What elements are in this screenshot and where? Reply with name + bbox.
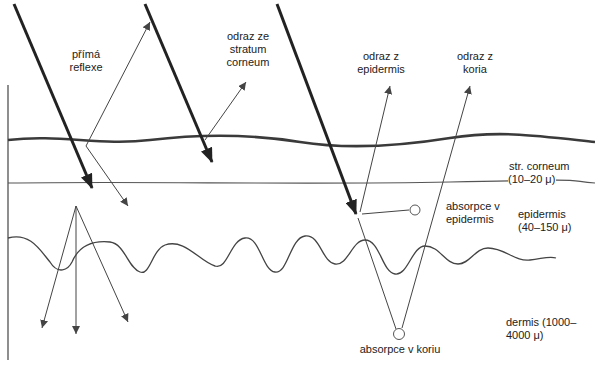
skin-surface bbox=[8, 134, 595, 146]
reflected-ray bbox=[205, 82, 246, 140]
label-text: odraz z epidermis bbox=[357, 50, 405, 75]
refracted-ray bbox=[86, 146, 128, 206]
reflected-ray bbox=[86, 22, 150, 146]
dermis-boundary bbox=[8, 236, 556, 274]
ray-label: absorpce v koriu bbox=[340, 343, 460, 356]
scattered-ray bbox=[76, 206, 77, 334]
ray-label: přímá reflexe bbox=[60, 48, 112, 74]
layer-label: epidermis (40–150 μ) bbox=[518, 208, 590, 234]
label-text: absorpce v epidermis bbox=[446, 200, 500, 225]
ray-label: absorpce v epidermis bbox=[446, 200, 508, 226]
absorbed-ray bbox=[362, 210, 409, 214]
corneum-boundary bbox=[8, 180, 595, 183]
scattered-ray bbox=[76, 206, 128, 322]
label-text: přímá reflexe bbox=[69, 48, 102, 73]
label-text: odraz ze stratum corneum bbox=[227, 30, 270, 68]
label-text: odraz z koria bbox=[457, 50, 493, 75]
reflected-ray bbox=[360, 86, 390, 212]
label-text: dermis (1000–4000 μ) bbox=[506, 316, 576, 341]
incident-ray bbox=[277, 4, 356, 214]
ray-label: odraz z epidermis bbox=[350, 50, 412, 76]
label-text: epidermis (40–150 μ) bbox=[518, 208, 571, 233]
skin-edge bbox=[7, 85, 8, 360]
label-text: str. corneum (10–20 μ) bbox=[508, 160, 570, 185]
ray-label: odraz ze stratum corneum bbox=[218, 30, 278, 69]
scattered-ray bbox=[42, 206, 76, 328]
absorption-point bbox=[394, 329, 405, 340]
layer-label: dermis (1000–4000 μ) bbox=[506, 316, 591, 342]
absorption-point bbox=[410, 205, 420, 215]
incident-ray bbox=[145, 4, 212, 162]
refracted-ray bbox=[358, 218, 396, 329]
incident-ray bbox=[14, 4, 92, 188]
label-text: absorpce v koriu bbox=[360, 343, 441, 355]
ray-label: odraz z koria bbox=[450, 50, 500, 76]
layer-label: str. corneum (10–20 μ) bbox=[508, 160, 588, 186]
